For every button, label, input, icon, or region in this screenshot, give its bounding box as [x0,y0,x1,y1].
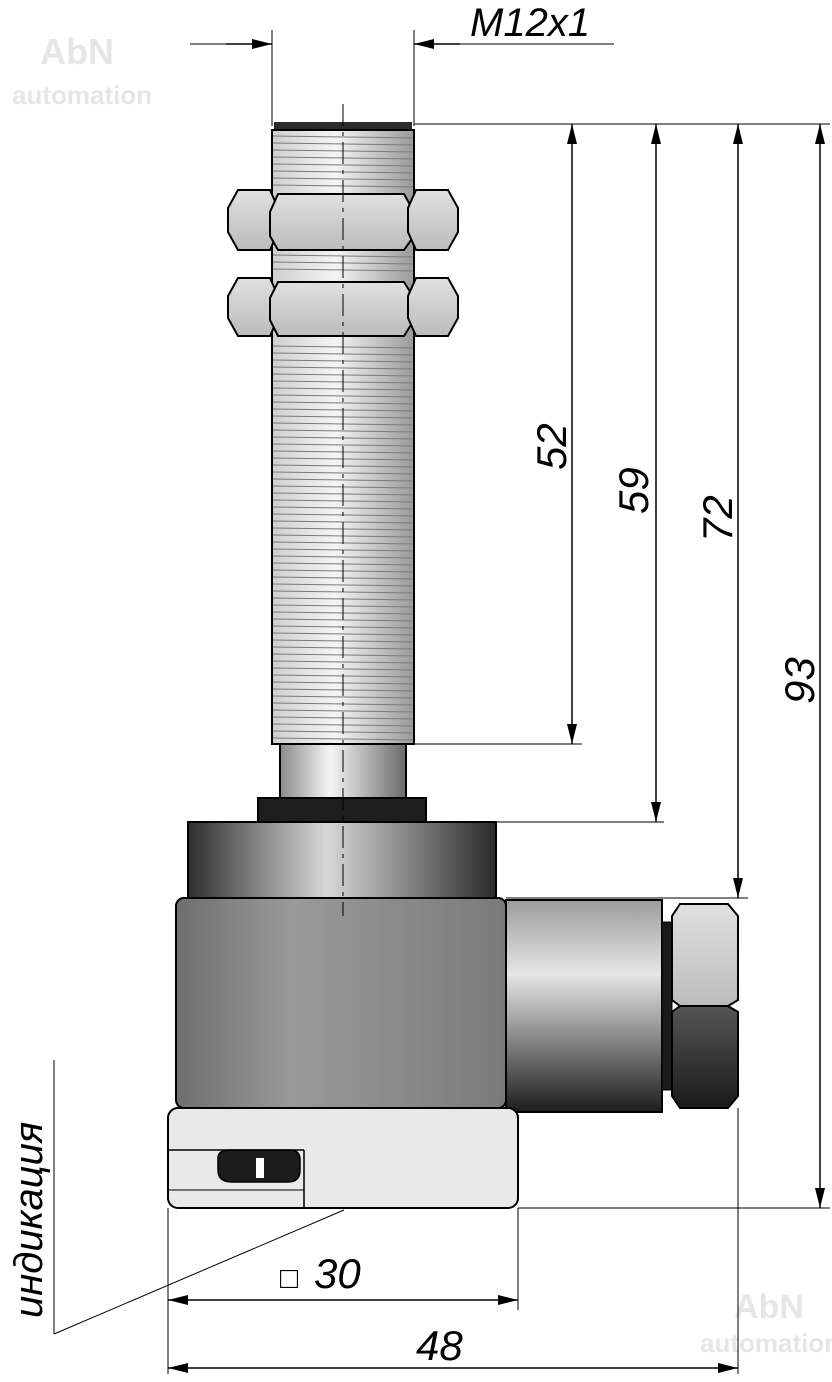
dim-48-text: 48 [416,1322,463,1369]
swivel-collar [187,821,497,899]
housing-body [175,897,507,1109]
dim-59-text: 59 [610,467,657,514]
dim-52-text: 52 [528,423,575,470]
led-indicator [217,1149,301,1183]
base-plate [167,1107,519,1209]
cable-gland [505,899,663,1113]
dimension-lines [168,39,825,1373]
gland-washer [661,921,673,1091]
flange-ring [257,797,427,823]
watermark-top: AbN automation [12,31,152,110]
extension-lines [53,30,830,1374]
watermark-sub: automation [12,80,152,110]
watermark-brand: AbN [40,31,114,72]
gland-nut [671,903,739,1109]
watermark-sub-2: automation [700,1328,832,1358]
lock-nut-upper [227,189,459,251]
watermark-bottom: AbN automation [700,1288,832,1358]
dim-30-text: 30 [314,1250,361,1297]
indication-label: индикация [7,1122,51,1318]
thread-label: M12x1 [470,1,590,45]
watermark-brand-2: AbN [734,1288,804,1326]
dim-93-text: 93 [776,657,823,704]
square-symbol: □ [280,1262,299,1295]
dim-72-text: 72 [694,495,741,542]
lock-nut-lower [227,277,459,337]
